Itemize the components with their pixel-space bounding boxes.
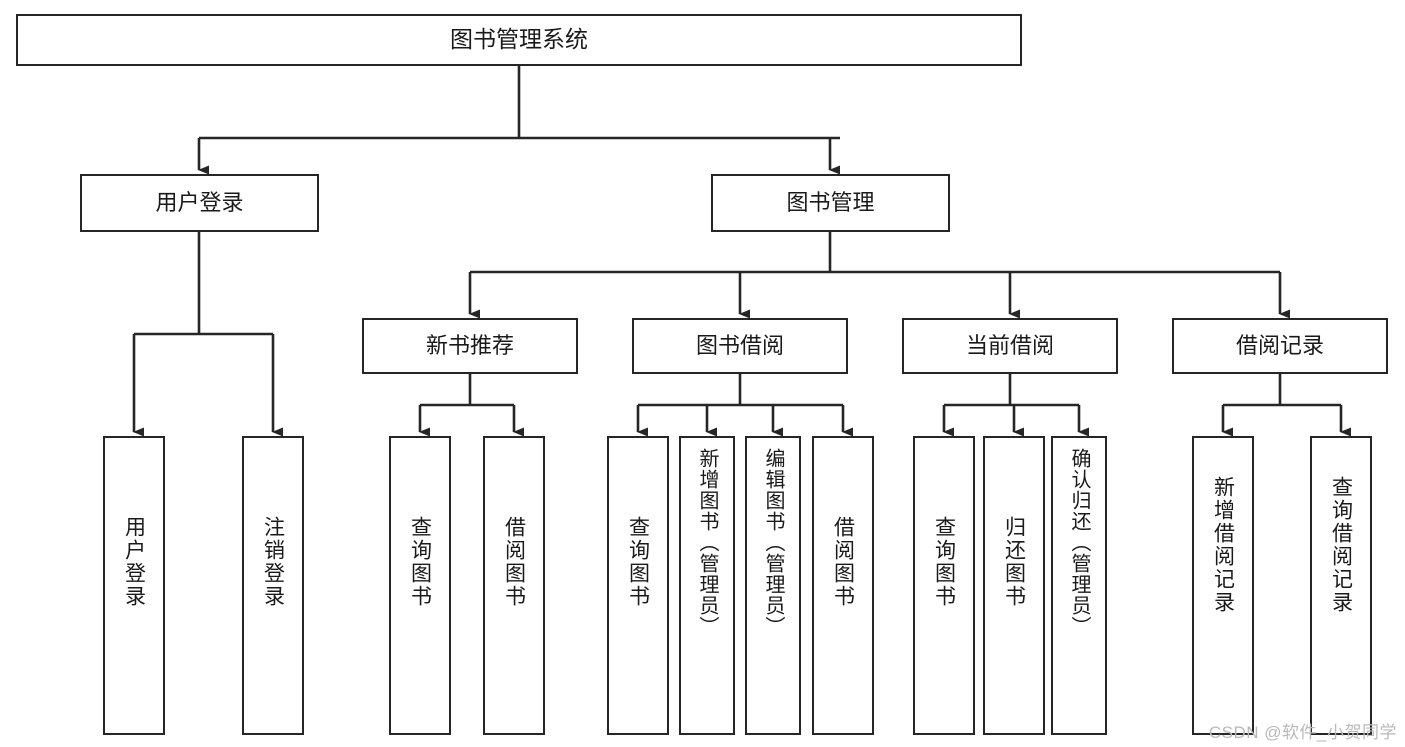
leaf-query-book-current[interactable]: 查询图书 xyxy=(913,436,975,735)
leaf-return-book[interactable]: 归还图书 xyxy=(983,436,1045,735)
node-label: 图书借阅 xyxy=(695,332,784,358)
node-user-login[interactable]: 用户登录 xyxy=(80,174,319,232)
node-label: 用户登录 xyxy=(155,189,244,215)
leaf-query-book-borrow[interactable]: 查询图书 xyxy=(607,436,669,735)
leaf-edit-book-admin[interactable]: 编辑图书（管理员） xyxy=(745,436,801,735)
leaf-borrow-book[interactable]: 借阅图书 xyxy=(812,436,874,735)
leaf-user-login[interactable]: 用户登录 xyxy=(103,436,165,735)
node-label: 查询借阅记录 xyxy=(1329,476,1353,614)
node-new-book-recommendation[interactable]: 新书推荐 xyxy=(362,318,578,374)
node-borrow-record[interactable]: 借阅记录 xyxy=(1172,318,1388,374)
node-label: 查询图书 xyxy=(932,516,956,608)
node-current-borrow[interactable]: 当前借阅 xyxy=(902,318,1118,374)
node-label: 借阅记录 xyxy=(1235,332,1324,358)
node-book-borrow[interactable]: 图书借阅 xyxy=(632,318,848,374)
node-root-book-management-system[interactable]: 图书管理系统 xyxy=(16,14,1022,66)
node-label: 借阅图书 xyxy=(502,516,526,608)
node-label: 图书管理系统 xyxy=(450,26,588,53)
leaf-query-borrow-record[interactable]: 查询借阅记录 xyxy=(1310,436,1372,735)
node-label: 用户登录 xyxy=(122,516,146,608)
leaf-query-book-recommendation[interactable]: 查询图书 xyxy=(389,436,451,735)
node-label: 当前借阅 xyxy=(965,332,1054,358)
node-label: 确认归还（管理员） xyxy=(1068,448,1090,637)
leaf-add-borrow-record[interactable]: 新增借阅记录 xyxy=(1192,436,1254,735)
node-label: 编辑图书（管理员） xyxy=(762,448,784,637)
node-label: 新增借阅记录 xyxy=(1211,476,1235,614)
node-label: 注销登录 xyxy=(261,516,285,608)
node-label: 查询图书 xyxy=(408,516,432,608)
node-book-management[interactable]: 图书管理 xyxy=(711,174,950,232)
leaf-confirm-return-admin[interactable]: 确认归还（管理员） xyxy=(1051,436,1107,735)
leaf-borrow-book-recommendation[interactable]: 借阅图书 xyxy=(483,436,545,735)
node-label: 归还图书 xyxy=(1002,516,1026,608)
node-label: 查询图书 xyxy=(626,516,650,608)
node-label: 借阅图书 xyxy=(831,516,855,608)
leaf-add-book-admin[interactable]: 新增图书（管理员） xyxy=(679,436,735,735)
node-label: 新增图书（管理员） xyxy=(696,448,718,637)
leaf-logout[interactable]: 注销登录 xyxy=(242,436,304,735)
node-label: 新书推荐 xyxy=(425,332,514,358)
node-label: 图书管理 xyxy=(786,189,875,215)
